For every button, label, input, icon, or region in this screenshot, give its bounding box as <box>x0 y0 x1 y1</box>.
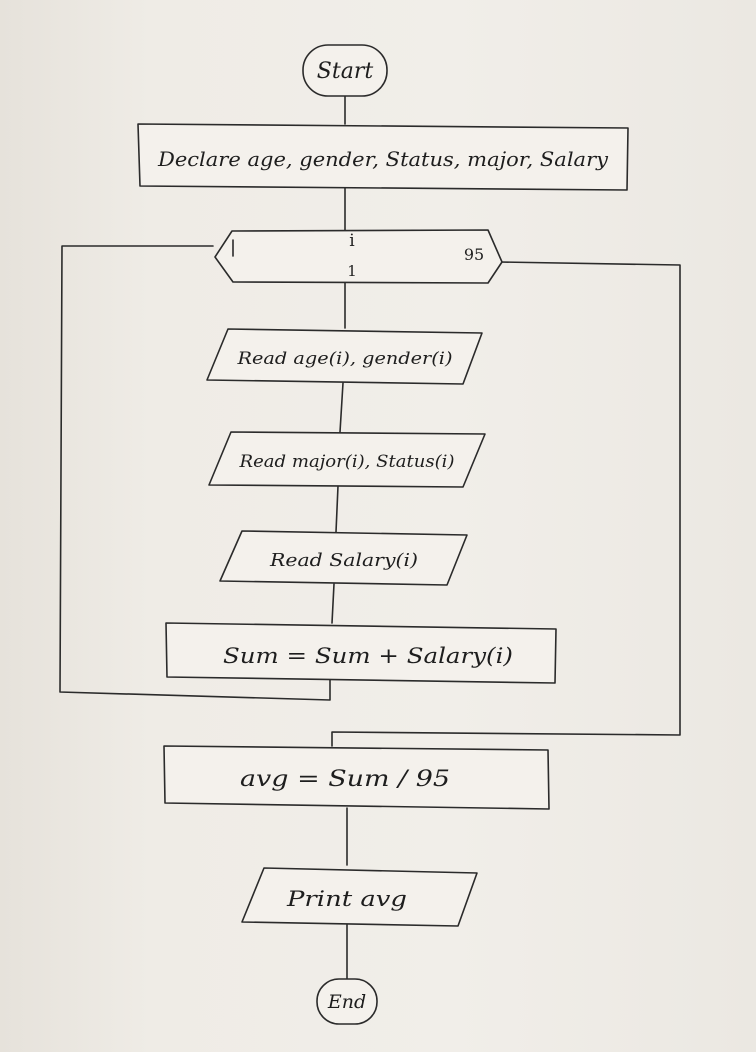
declare-box <box>137 123 629 191</box>
print-avg-box <box>241 867 478 927</box>
sum-label: Sum = Sum + Salary(i) <box>223 644 513 668</box>
declare-label: Declare age, gender, Status, major, Sala… <box>157 147 609 171</box>
read-major-status-box <box>208 431 486 488</box>
read-salary-label: Read Salary(i) <box>269 550 418 571</box>
loop-to: 95 <box>464 245 484 264</box>
start-label: Start <box>317 59 374 84</box>
connector-read2-read3 <box>335 485 339 533</box>
end-terminal <box>316 978 378 1025</box>
print-avg-label: Print avg <box>286 887 407 911</box>
start-terminal <box>302 44 388 97</box>
end-label: End <box>327 991 366 1013</box>
read-age-gender-label: Read age(i), gender(i) <box>236 349 452 369</box>
read-age-gender-box <box>206 328 483 385</box>
connector-read1-read2 <box>339 382 344 433</box>
loop-back-connector <box>59 245 331 701</box>
loop-hexagon <box>214 229 503 284</box>
read-salary-box <box>219 530 468 586</box>
loop-variable: i <box>349 231 355 251</box>
loop-exit-connector <box>331 261 681 747</box>
loop-step: 1 <box>347 262 357 280</box>
read-major-status-label: Read major(i), Status(i) <box>238 452 454 472</box>
sum-box <box>165 622 557 684</box>
avg-box <box>163 745 550 810</box>
avg-label: avg = Sum / 95 <box>240 767 450 792</box>
connector-read3-sum <box>331 583 335 624</box>
